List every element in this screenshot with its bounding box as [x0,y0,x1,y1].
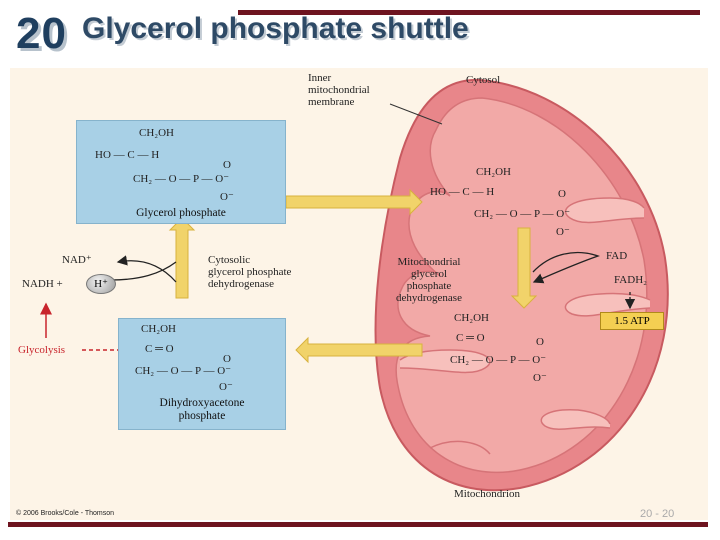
arrow-nadh-in [109,261,177,281]
fadh2-label: FADH₂ [614,274,647,286]
copyright-text: © 2006 Brooks/Cole - Thomson [16,510,115,517]
mito-enzyme-label: Mitochondrial glycerol phosphate dehydro… [396,256,462,304]
cytosol-label: Cytosol [466,74,501,86]
gp-row3: CH₂ — O — P — O⁻ [133,173,230,185]
inner-membrane-pointer [389,103,443,125]
gp-row2: HO — C — H [95,149,160,161]
header-bar [238,10,700,15]
dhap-row1: CH₂OH [141,323,177,335]
mitochondrion-illustration [40,78,669,492]
mitochondrion-label: Mitochondrion [454,488,520,500]
mito-gp-row4: O⁻ [556,226,570,238]
arrow-fad-cycle [532,251,600,284]
dhap-name: Dihydroxyacetone phosphate [159,397,245,422]
fad-label: FAD [606,250,628,262]
mito-gp-row2: HO — C — H [430,186,495,198]
shuttle-figure: Inner mitochondrial membrane Cytosol Mit… [10,68,708,520]
cytosolic-enzyme-label: Cytosolic glycerol phosphate dehydrogena… [208,254,292,290]
mito-gp-row3: CH₂ — O — P — O⁻ [474,208,571,220]
dhap-row4: O⁻ [219,381,233,393]
glycolysis-label: Glycolysis [18,344,66,356]
gp-row4: O⁻ [220,191,234,203]
arrow-cytosolic-reaction [168,217,196,299]
mito-dhap-row1: CH₂OH [454,312,490,324]
inner-membrane-label: Inner mitochondrial membrane [308,72,370,108]
page-reference: 20 - 20 [640,508,675,520]
mito-dhap-row3: CH₂ — O — P — O⁻ [450,354,547,366]
slide-number: 20 [16,9,67,58]
crista-5 [429,440,491,455]
nad-plus-label: NAD⁺ [62,254,92,266]
arrow-gp-to-mito [285,188,423,216]
glycerol-phosphate-box: CH₂OH HO — C — H O CH₂ — O — P — O⁻ O⁻ G… [76,120,286,224]
mito-dhap-row2: C ═ O [456,332,485,344]
mito-gp-row3-o: O [558,188,566,200]
mito-dhap-row3-o: O [536,336,544,348]
crista-1 [564,197,645,224]
gp-row1: CH₂OH [139,127,175,139]
dhap-row3: CH₂ — O — P — O⁻ [135,365,232,377]
dhap-box: CH₂OH C ═ O O CH₂ — O — P — O⁻ O⁻ Dihydr… [118,318,286,430]
arrow-mito-reaction [510,227,538,309]
dhap-row3-o: O [223,353,231,365]
crista-4 [540,409,611,430]
slide-title: Glycerol phosphate shuttle [82,12,469,45]
arrow-nad-cycle [116,255,177,283]
footer-bar [8,522,708,527]
nadh-label: NADH + [22,278,63,290]
h-plus-bubble: H⁺ [86,274,116,294]
gp-row3-o: O [223,159,231,171]
mito-dhap-row4: O⁻ [533,372,547,384]
arrow-dhap-to-cytosol [295,336,423,364]
mito-gp-row1: CH₂OH [476,166,512,178]
atp-badge: 1.5 ATP [600,312,664,330]
dhap-row2: C ═ O [145,343,174,355]
glycerol-phosphate-name: Glycerol phosphate [136,207,226,219]
